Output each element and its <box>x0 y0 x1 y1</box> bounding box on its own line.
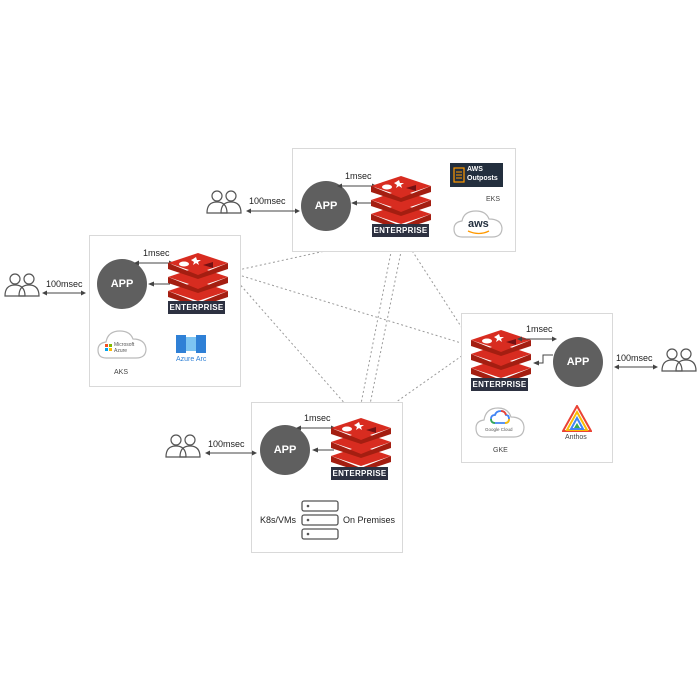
anthos-icon <box>562 405 592 432</box>
aws-logo: aws <box>452 208 505 240</box>
redis-logo-icon-eks <box>371 176 431 230</box>
users-icon <box>165 434 201 458</box>
user-latency-eks: 100msec <box>249 196 286 206</box>
cloud-outline-icon <box>453 210 503 238</box>
aws-smile-icon <box>467 230 490 235</box>
aws-text: aws <box>468 218 489 230</box>
enterprise-label-aks: ENTERPRISE <box>168 301 225 314</box>
link-eks-onprem-b <box>365 231 406 425</box>
app-node-aks: APP <box>97 259 147 309</box>
local-latency-gke: 1msec <box>526 324 553 334</box>
local-link-arrow-aks-bottom <box>148 281 170 287</box>
google-cloud-logo: Google Cloud <box>474 404 526 440</box>
user-latency-aks: 100msec <box>46 279 83 289</box>
app-node-eks: APP <box>301 181 351 231</box>
cloud-outline-icon <box>475 407 525 438</box>
cloud-outline-icon <box>97 330 147 359</box>
azure-arc-icon <box>176 335 206 353</box>
aws-outposts-icon <box>453 167 465 183</box>
user-link-arrow-eks <box>246 208 300 214</box>
users-icon <box>206 190 242 214</box>
local-link-arrow-onprem-bottom <box>312 447 334 453</box>
cluster-label-aks: AKS <box>114 369 129 376</box>
local-latency-onprem: 1msec <box>304 413 331 423</box>
google-cloud-icon <box>490 410 510 424</box>
users-icon <box>661 348 697 372</box>
google-cloud-text: Google Cloud <box>485 427 513 432</box>
cluster-label-gke: GKE <box>493 447 508 454</box>
link-aks-eks <box>228 240 372 273</box>
anthos-label: Anthos <box>565 434 587 441</box>
server-rack-icon <box>301 500 339 540</box>
link-aks-onprem <box>228 271 363 424</box>
local-link-arrow-gke-top <box>517 336 557 342</box>
app-node-gke: APP <box>553 337 603 387</box>
local-latency-eks: 1msec <box>345 171 372 181</box>
local-latency-aks: 1msec <box>143 248 170 258</box>
local-link-arrow-gke-bottom <box>533 354 553 366</box>
aws-outposts-logo: AWS Outposts <box>450 163 503 187</box>
enterprise-label-eks: ENTERPRISE <box>372 224 429 237</box>
users-icon <box>4 273 40 297</box>
outposts-text-line2: Outposts <box>467 175 498 182</box>
redis-logo-icon-aks <box>168 253 228 307</box>
on-premises-label: On Premises <box>343 515 396 525</box>
outposts-text-line1: AWS <box>467 166 483 173</box>
azure-text-line1: Microsoft <box>114 342 135 348</box>
user-link-arrow-aks <box>42 290 86 296</box>
user-link-arrow-gke <box>614 364 658 370</box>
user-latency-gke: 100msec <box>616 353 653 363</box>
azure-text-line2: Azure <box>114 348 128 354</box>
azure-arc-label: Azure Arc <box>176 356 207 363</box>
link-eks-onprem-a <box>356 231 396 425</box>
cluster-label-eks: EKS <box>486 196 501 203</box>
k8s-vms-label: K8s/VMs <box>260 515 297 525</box>
microsoft-squares-icon <box>105 344 112 351</box>
local-link-arrow-eks-bottom <box>351 200 373 206</box>
user-latency-onprem: 100msec <box>208 439 245 449</box>
redis-logo-icon-onprem <box>331 418 391 472</box>
user-link-arrow-onprem <box>205 450 257 456</box>
microsoft-azure-logo: Microsoft Azure <box>96 327 148 361</box>
enterprise-label-gke: ENTERPRISE <box>471 378 528 391</box>
link-aks-gke <box>228 271 472 347</box>
app-node-onprem: APP <box>260 425 310 475</box>
enterprise-label-onprem: ENTERPRISE <box>331 467 388 480</box>
